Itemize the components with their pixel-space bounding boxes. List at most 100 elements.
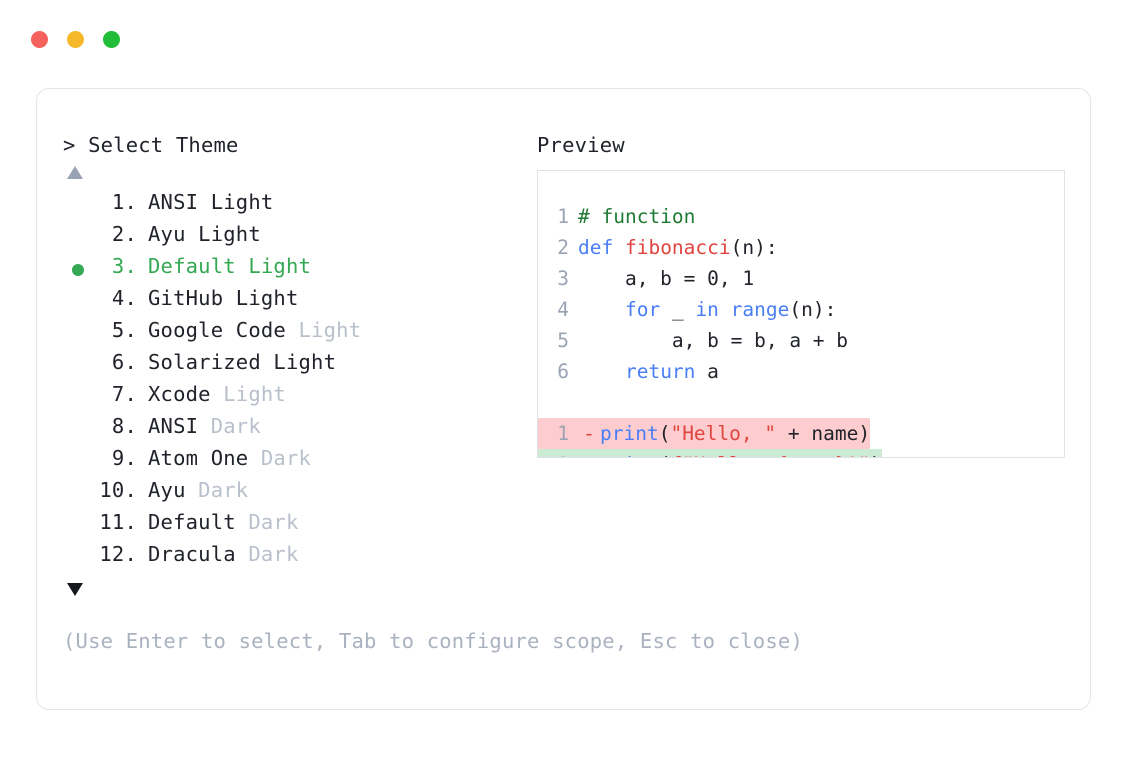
row-marker-empty (63, 222, 93, 254)
code-token: (n): (789, 298, 837, 321)
row-marker-empty (63, 510, 93, 542)
code-line: 5 a, b = b, a + b (538, 325, 848, 356)
theme-list-item[interactable]: 11. Default Dark (63, 510, 523, 542)
code-line-number: 5 (557, 329, 569, 352)
row-marker-empty (63, 414, 93, 446)
diff-plus-icon: + (578, 449, 600, 457)
theme-item-name: Google Code (148, 318, 286, 342)
window-traffic-lights (31, 31, 120, 48)
code-line-number: 6 (557, 360, 569, 383)
theme-item-name: Default (148, 510, 236, 534)
scroll-down-icon[interactable] (67, 583, 83, 596)
row-marker-empty (63, 382, 93, 414)
code-token: a, b = b, a + b (578, 329, 849, 352)
theme-item-index: 12. (99, 542, 137, 566)
selected-bullet-icon (63, 254, 93, 286)
theme-item-variant: Light (210, 382, 286, 406)
code-token: ) (870, 453, 882, 457)
code-token: f"Hello, {name}!" (670, 453, 870, 457)
theme-item-name: Default (148, 254, 236, 278)
code-token (578, 360, 625, 383)
row-marker-empty (63, 286, 93, 318)
theme-item-variant: Dark (198, 414, 261, 438)
theme-item-name: Atom One (148, 446, 249, 470)
theme-item-index: 1. (111, 190, 137, 214)
code-line: 1# function (538, 201, 695, 232)
code-line-source: print("Hello, " + name) (600, 418, 870, 449)
theme-item-index: 10. (99, 478, 137, 502)
theme-item-variant: Light (235, 254, 312, 278)
bullet-icon (72, 264, 84, 276)
theme-list-item[interactable]: 7. Xcode Light (63, 382, 523, 414)
code-line-number: 2 (557, 236, 569, 259)
theme-list-item[interactable]: 3.Default Light (63, 254, 523, 286)
code-token: fibonacci (624, 236, 731, 259)
theme-item-index: 7. (111, 382, 137, 406)
theme-list-item[interactable]: 1. ANSI Light (63, 190, 523, 222)
code-line: 3 a, b = 0, 1 (538, 263, 754, 294)
code-token: a (695, 360, 719, 383)
theme-item-variant: Light (223, 286, 299, 310)
theme-item-variant: Dark (235, 542, 299, 566)
theme-item-index: 11. (99, 510, 137, 534)
theme-list-item[interactable]: 5. Google Code Light (63, 318, 523, 350)
theme-item-index: 9. (111, 446, 137, 470)
diff-line-added: 1+print(f"Hello, {name}!") (538, 449, 882, 457)
theme-list-item[interactable]: 9.Atom One Dark (63, 446, 523, 478)
window-zoom-button[interactable] (103, 31, 120, 48)
theme-list-item[interactable]: 4.GitHub Light (63, 286, 523, 318)
code-token: print (600, 422, 659, 445)
theme-item-variant: Light (198, 190, 274, 214)
theme-item-name: GitHub (148, 286, 224, 310)
row-marker-empty (63, 350, 93, 382)
theme-item-name: Ayu (148, 222, 186, 246)
code-line: 6 return a (538, 356, 719, 387)
code-line-source: return a (578, 356, 719, 387)
theme-list-item[interactable]: 12. Dracula Dark (63, 542, 523, 574)
theme-item-index: 2. (111, 222, 137, 246)
theme-item-variant: Light (185, 222, 261, 246)
code-line-source: def fibonacci(n): (578, 232, 778, 263)
theme-item-name: Dracula (148, 542, 236, 566)
theme-item-name: Xcode (148, 382, 211, 406)
theme-list-item[interactable]: 6. Solarized Light (63, 350, 523, 382)
theme-list-item[interactable]: 8.ANSI Dark (63, 414, 523, 446)
code-token: ( (658, 422, 671, 445)
window-close-button[interactable] (31, 31, 48, 48)
theme-list-item[interactable]: 10. Ayu Dark (63, 478, 523, 510)
code-token (578, 298, 625, 321)
code-blank-line (538, 387, 1064, 418)
code-line-source: print(f"Hello, {name}!") (600, 449, 882, 457)
row-marker-empty (63, 542, 93, 574)
theme-item-name: Ayu (148, 478, 186, 502)
code-line: 2 def fibonacci(n): (538, 232, 778, 263)
window-minimize-button[interactable] (67, 31, 84, 48)
code-line-source: # function (578, 201, 695, 232)
code-line-source: a, b = b, a + b (578, 325, 848, 356)
code-line-number: 1 (557, 422, 569, 445)
theme-list-item[interactable]: 2. Ayu Light (63, 222, 523, 254)
code-token: range (730, 298, 790, 321)
page-title: > Select Theme (63, 133, 239, 157)
code-token: # function (578, 205, 696, 228)
code-token: "Hello, " (670, 422, 777, 445)
theme-item-variant: Dark (235, 510, 299, 534)
theme-item-index: 6. (111, 350, 137, 374)
scroll-up-icon[interactable] (67, 166, 83, 179)
theme-item-name: Solarized (148, 350, 261, 374)
theme-item-variant: Light (260, 350, 337, 374)
code-token: in (695, 298, 719, 321)
code-line-source: for _ in range(n): (578, 294, 836, 325)
code-token: _ (660, 298, 696, 321)
code-line-number: 1 (538, 449, 578, 457)
code-line-number: 3 (557, 267, 569, 290)
theme-item-name: ANSI (148, 190, 199, 214)
diff-minus-icon: - (583, 422, 595, 445)
theme-item-variant: Dark (185, 478, 249, 502)
theme-item-variant: Light (285, 318, 362, 342)
theme-item-index: 5. (111, 318, 137, 342)
code-token: print (600, 453, 659, 457)
